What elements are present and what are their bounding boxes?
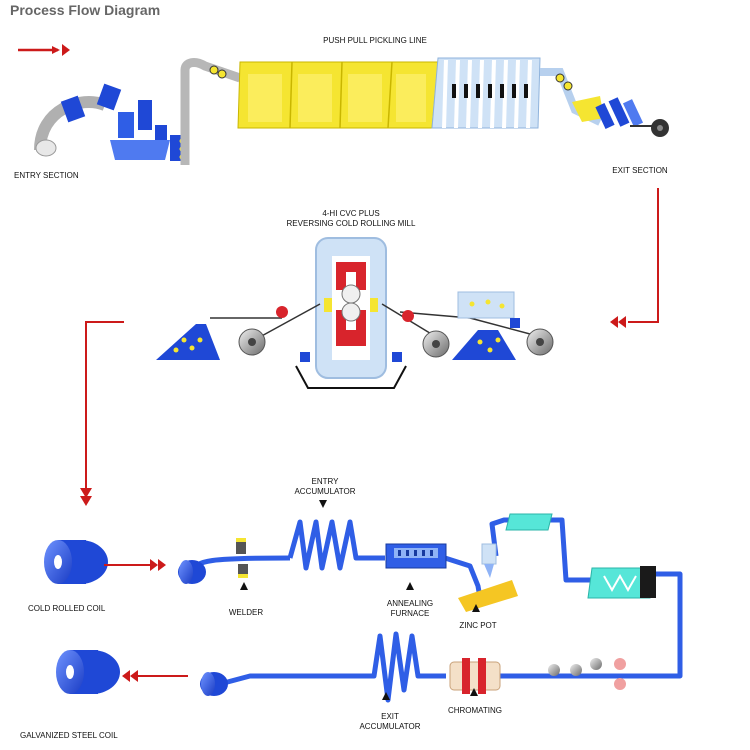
post-treatment-unit (587, 566, 656, 599)
cold-rolled-coil-label: COLD ROLLED COIL (28, 604, 106, 613)
entry-to-pickling-strip (180, 58, 242, 165)
entry-section-equipment (34, 83, 188, 161)
intro-flow-arrow (18, 44, 70, 56)
chromating-unit (449, 658, 501, 694)
cold-rolled-coil (44, 540, 108, 584)
welder-label: WELDER (228, 608, 264, 617)
cooling-tower (505, 513, 553, 531)
annealing-furnace-label: ANNEALING FURNACE (386, 599, 434, 618)
chromating-label: CHROMATING (447, 706, 503, 715)
annealing-furnace (385, 543, 447, 569)
line-to-coil-arrow (122, 670, 188, 682)
exit-accumulator-label: EXIT ACCUMULATOR (359, 712, 421, 731)
zinc-pot-label: ZINC POT (459, 621, 497, 630)
mill-entry-coil-handler (156, 324, 220, 360)
pickling-tanks (237, 61, 439, 129)
galvanizing-strip-bottom (219, 631, 650, 703)
entry-section-label: ENTRY SECTION (14, 171, 79, 180)
mill-strip-path (210, 303, 554, 358)
welder (236, 538, 248, 578)
payoff-reel (178, 560, 206, 584)
mill-exit-coil-handler (452, 291, 520, 360)
diagram-title: Process Flow Diagram (10, 2, 161, 18)
exit-section-equipment (540, 68, 669, 137)
exit-section-label: EXIT SECTION (612, 166, 668, 175)
mill-to-coil-arrow (80, 321, 124, 506)
rolling-mill (295, 237, 407, 389)
galvanized-steel-coil (56, 650, 120, 694)
exit-to-mill-arrow (610, 188, 659, 328)
entry-accumulator-label: ENTRY ACCUMULATOR (294, 477, 356, 496)
pickling-line-label: PUSH PULL PICKLING LINE (323, 36, 427, 45)
skin-pass-rolls (548, 658, 626, 690)
tension-reel (200, 672, 228, 696)
galvanized-steel-coil-label: GALVANIZED STEEL COIL (20, 731, 118, 740)
coil-to-line-arrow (104, 559, 166, 571)
rolling-mill-label: 4-HI CVC PLUS REVERSING COLD ROLLING MIL… (286, 209, 416, 228)
zinc-pot (458, 543, 518, 612)
rinse-section (431, 57, 541, 129)
label-pointers (240, 500, 480, 700)
